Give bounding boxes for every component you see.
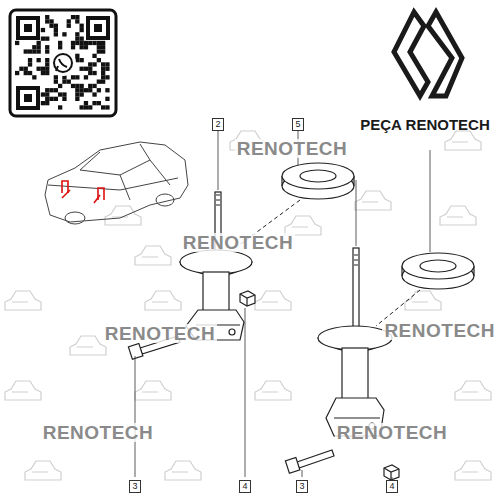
watermark-icon <box>135 381 171 400</box>
left-top-mount <box>282 163 354 199</box>
watermark-icon <box>105 206 141 225</box>
watermark-icon <box>135 246 171 265</box>
watermark-icon <box>5 291 41 310</box>
callout-number: 2 <box>212 118 223 131</box>
watermark-icon <box>5 381 41 400</box>
brand-caption: PEÇA RENOTECH <box>360 117 489 132</box>
watermark-icon <box>165 461 201 480</box>
qr-code <box>10 10 116 116</box>
watermark-icon <box>455 461 491 480</box>
car-outline <box>45 142 188 224</box>
left-nut <box>240 291 255 306</box>
watermark-icon <box>455 381 491 400</box>
right-bolt <box>285 450 334 473</box>
brand-logo <box>394 12 462 96</box>
right-top-mount <box>402 253 474 289</box>
watermark-icon <box>405 291 441 310</box>
watermark: RENOTECH <box>41 423 156 442</box>
watermark-icon <box>70 336 106 355</box>
right-shock-absorber <box>318 248 392 436</box>
right-nut <box>384 465 399 480</box>
watermark: RENOTECH <box>382 321 497 340</box>
callout-number: 5 <box>292 118 303 131</box>
watermark: RENOTECH <box>181 233 296 252</box>
assembly-lines <box>238 200 420 326</box>
location-marks <box>62 181 104 203</box>
watermark: RENOTECH <box>335 423 450 442</box>
watermark-icon <box>445 131 481 150</box>
watermark-icon <box>255 381 291 400</box>
callout-number: 4 <box>386 480 397 493</box>
watermark-icon <box>255 291 291 310</box>
callout-number: 3 <box>129 480 140 493</box>
watermark-icon <box>145 291 181 310</box>
callout-number: 3 <box>296 480 307 493</box>
watermark: RENOTECH <box>103 324 218 343</box>
callout-number: 4 <box>239 480 250 493</box>
watermark: RENOTECH <box>235 139 350 158</box>
watermark-icon <box>355 191 391 210</box>
watermark-icon <box>25 461 61 480</box>
watermark-icon <box>440 206 476 225</box>
left-shock-absorber <box>180 192 252 340</box>
